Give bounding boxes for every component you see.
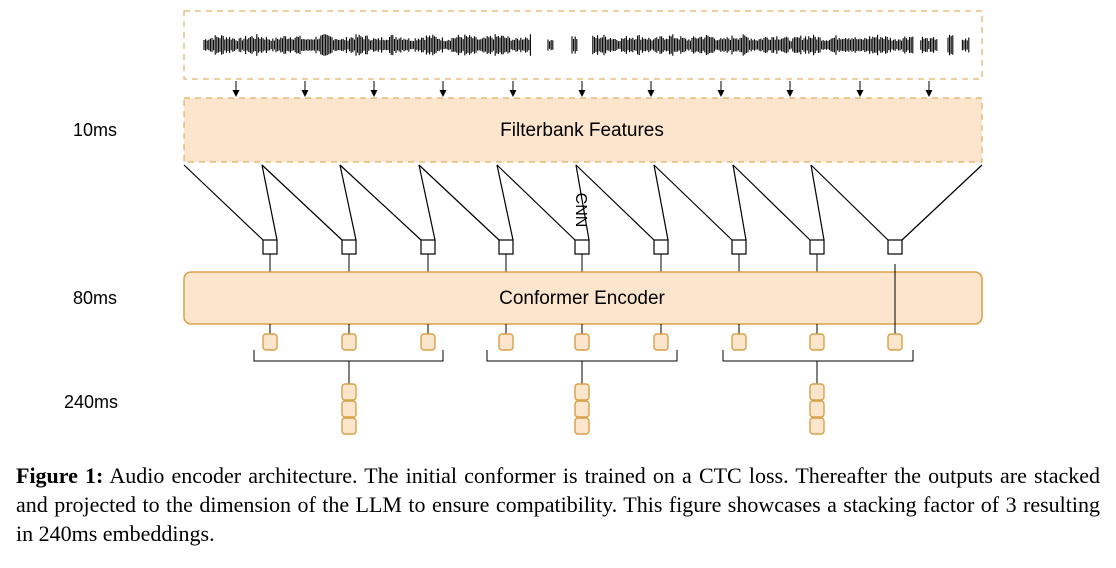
cnn-funnels bbox=[183, 164, 983, 272]
cnn-funnel bbox=[810, 164, 983, 241]
cnn-funnel bbox=[418, 164, 514, 241]
cnn-output-node bbox=[809, 239, 825, 255]
arrow-head bbox=[856, 90, 864, 97]
cnn-output-node bbox=[731, 239, 747, 255]
cnn-label: CNN bbox=[572, 193, 589, 228]
waveform bbox=[203, 34, 970, 56]
rate-label-encoder: 80ms bbox=[73, 288, 117, 308]
arrow-head bbox=[786, 90, 794, 97]
stacked-embedding-cell bbox=[341, 417, 357, 435]
arrow-head bbox=[717, 90, 725, 97]
stacked-embedding-cell bbox=[574, 417, 590, 435]
rate-label-stacked: 240ms bbox=[64, 392, 118, 412]
cnn-output-node bbox=[653, 239, 669, 255]
cnn-output-node bbox=[262, 239, 278, 255]
cnn-output-node bbox=[574, 239, 590, 255]
stacking-bracket bbox=[722, 350, 914, 362]
cnn-funnel bbox=[183, 164, 278, 241]
cnn-output-node bbox=[420, 239, 436, 255]
rate-label-features: 10ms bbox=[73, 120, 117, 140]
filterbank-label: Filterbank Features bbox=[500, 120, 664, 141]
encoder-output-node bbox=[574, 333, 590, 351]
cnn-funnel bbox=[732, 164, 825, 241]
encoder-output-node bbox=[420, 333, 436, 351]
encoder-outputs bbox=[253, 324, 914, 384]
cnn-funnel bbox=[496, 164, 590, 241]
cnn-funnel bbox=[261, 164, 357, 241]
conformer-label: Conformer Encoder bbox=[499, 288, 665, 309]
cnn-funnel bbox=[339, 164, 436, 241]
encoder-output-node bbox=[731, 333, 747, 351]
stacked-embedding-cell bbox=[341, 383, 357, 401]
caption-text: Audio encoder architecture. The initial … bbox=[16, 463, 1100, 546]
arrow-head bbox=[647, 90, 655, 97]
cnn-funnel bbox=[575, 164, 669, 241]
waveform-frame bbox=[183, 10, 983, 80]
cnn-output-node bbox=[498, 239, 514, 255]
stacked-embeddings bbox=[341, 383, 825, 435]
arrow-head bbox=[925, 90, 933, 97]
audio-encoder-diagram: Filterbank Features CNN Conformer Encode… bbox=[64, 10, 983, 435]
arrow-head bbox=[301, 90, 309, 97]
encoder-output-node bbox=[262, 333, 278, 351]
arrow-head bbox=[578, 90, 586, 97]
cnn-output-node bbox=[887, 239, 903, 255]
encoder-output-node bbox=[809, 333, 825, 351]
cnn-funnel bbox=[653, 164, 747, 241]
encoder-output-node bbox=[341, 333, 357, 351]
conformer-box bbox=[183, 271, 983, 325]
encoder-output-node bbox=[887, 333, 903, 351]
stacked-embedding-cell bbox=[809, 400, 825, 418]
stacked-embedding-cell bbox=[809, 417, 825, 435]
encoder-output-node bbox=[498, 333, 514, 351]
encoder-output-node bbox=[653, 333, 669, 351]
arrow-head bbox=[509, 90, 517, 97]
stacked-embedding-cell bbox=[809, 383, 825, 401]
arrow-head bbox=[370, 90, 378, 97]
arrow-head bbox=[439, 90, 447, 97]
cnn-output-node bbox=[341, 239, 357, 255]
figure-caption: Figure 1: Audio encoder architecture. Th… bbox=[16, 461, 1100, 548]
arrow-head bbox=[232, 90, 240, 97]
stacking-bracket bbox=[486, 350, 678, 362]
stacked-embedding-cell bbox=[574, 383, 590, 401]
stacking-bracket bbox=[253, 350, 444, 362]
stacked-embedding-cell bbox=[341, 400, 357, 418]
downsample-arrows bbox=[232, 81, 933, 97]
waveform-signal bbox=[203, 34, 970, 56]
filterbank-box bbox=[183, 97, 983, 163]
caption-label: Figure 1: bbox=[16, 463, 104, 488]
stacked-embedding-cell bbox=[574, 400, 590, 418]
